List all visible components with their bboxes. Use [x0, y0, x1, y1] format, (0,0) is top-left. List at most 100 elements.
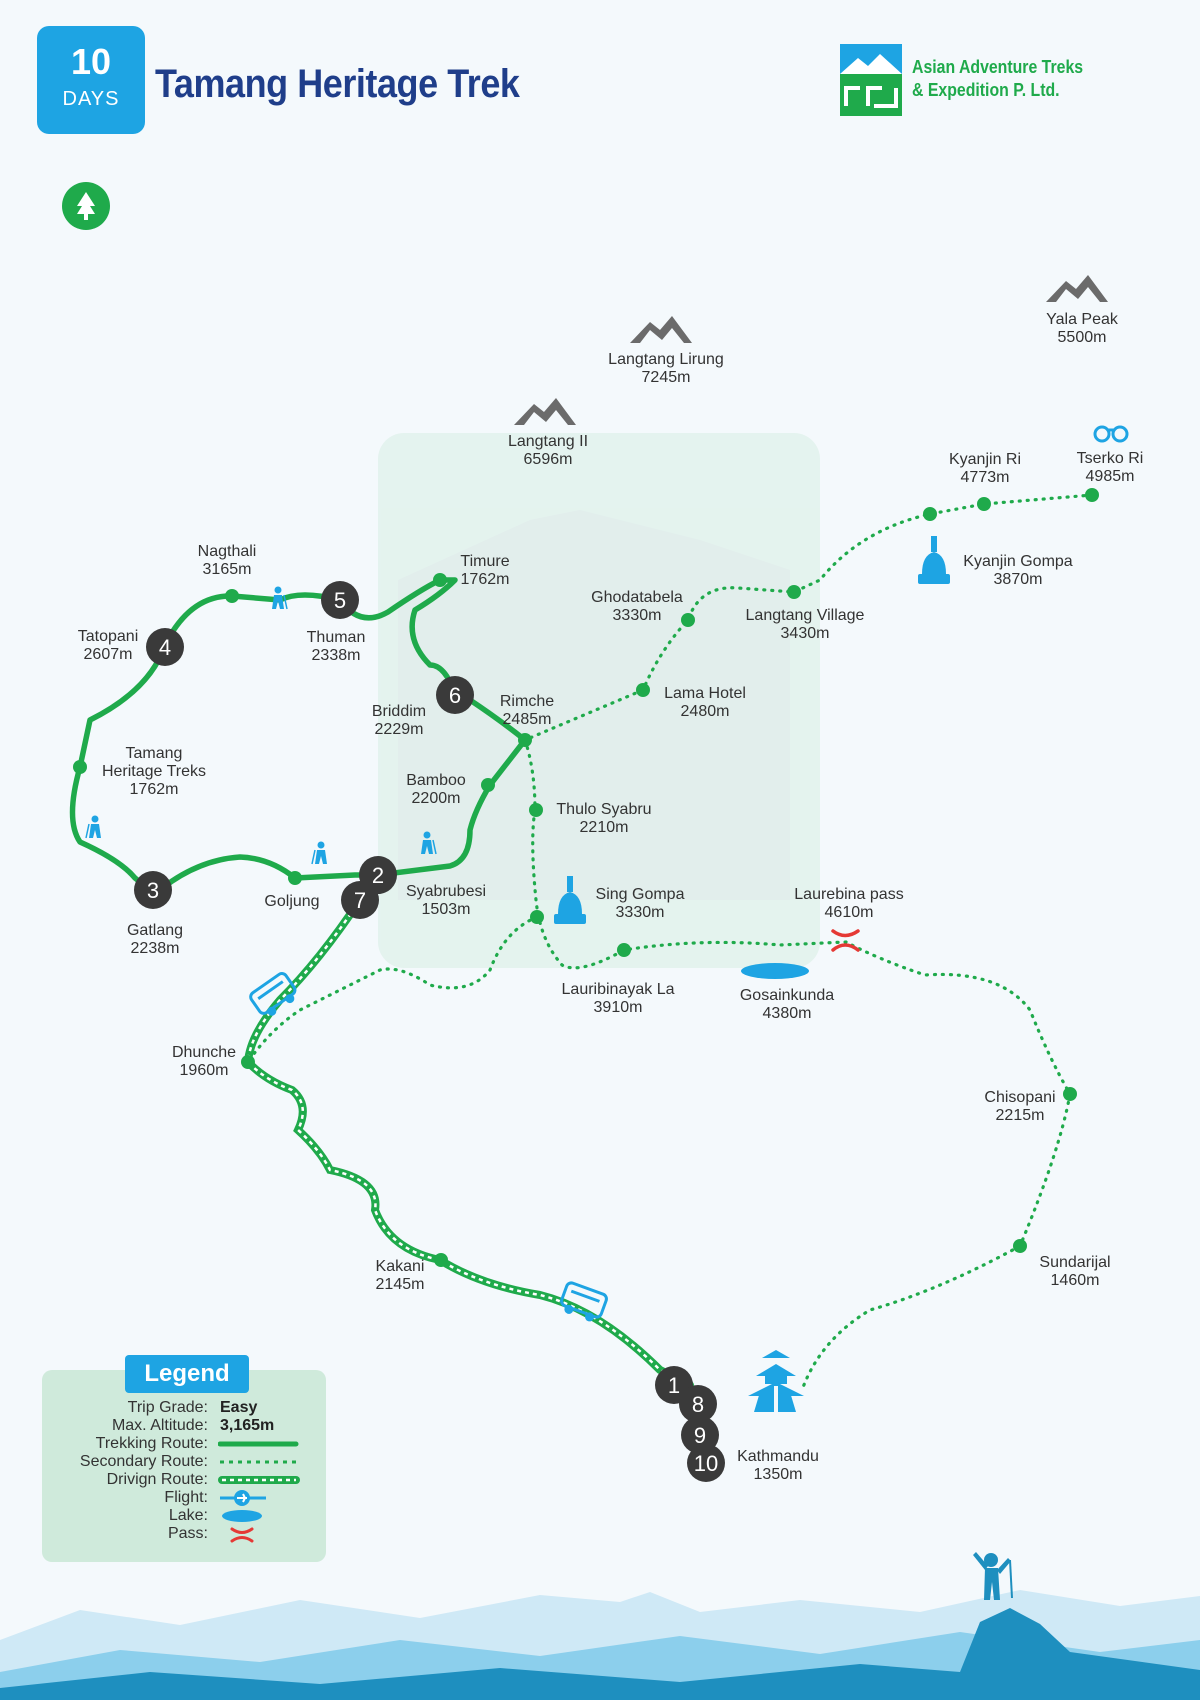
legend-flight-symbol	[220, 1490, 266, 1506]
legend-driving-label: Drivign Route:	[106, 1471, 208, 1488]
svg-text:9: 9	[694, 1423, 706, 1448]
tree-icon	[62, 182, 110, 230]
company-name: Asian Adventure Treks & Expedition P. Lt…	[912, 56, 1083, 102]
stop-badge-10: 10	[687, 1444, 725, 1482]
legend-driving-symbol	[218, 1476, 300, 1484]
bottom-mountains	[0, 1590, 1200, 1700]
stop-badge-8: 8	[679, 1385, 717, 1423]
secondary-route	[246, 493, 1094, 1392]
route-waypoints	[73, 488, 1099, 1267]
legend-row-trekking: Trekking Route:	[42, 1435, 326, 1453]
legend-pass-symbol	[230, 1527, 254, 1543]
legend-row-lake: Lake:	[42, 1507, 326, 1525]
legend-secondary-symbol	[220, 1460, 296, 1464]
legend-row-driving: Drivign Route:	[42, 1471, 326, 1489]
legend-lake-symbol	[222, 1510, 262, 1522]
bus-icon	[249, 972, 608, 1322]
legend-trekking-label: Trekking Route:	[95, 1435, 208, 1452]
legend-trekking-symbol	[218, 1441, 299, 1447]
company-line-2: & Expedition P. Ltd.	[912, 80, 1060, 100]
days-number: 10	[70, 41, 112, 82]
svg-text:1: 1	[668, 1373, 680, 1398]
svg-text:2: 2	[372, 863, 384, 888]
legend-altitude-value: 3,165m	[220, 1417, 275, 1434]
legend-pass-label: Pass:	[167, 1525, 208, 1542]
stop-badge-6: 6	[436, 676, 474, 714]
days-badge: 10 DAYS	[37, 26, 145, 134]
legend: Legend Trip Grade: Easy Max. Altitude: 3…	[42, 1355, 326, 1562]
place-label-goljung: Goljung	[264, 893, 319, 910]
trekking-route	[69, 577, 528, 897]
svg-text:7: 7	[354, 888, 366, 913]
legend-row-secondary: Secondary Route:	[42, 1453, 326, 1471]
svg-text:6: 6	[449, 683, 461, 708]
legend-grade-label: Trip Grade:	[127, 1399, 208, 1416]
svg-text:3: 3	[147, 878, 159, 903]
kathmandu-temple-icon	[748, 1350, 804, 1412]
legend-row-flight: Flight:	[42, 1489, 326, 1507]
stop-badges: 1 2 3 4 5 6 7 8 9 10	[134, 581, 725, 1482]
legend-title: Legend	[125, 1355, 249, 1393]
days-label: DAYS	[62, 88, 120, 110]
legend-altitude-label: Max. Altitude:	[111, 1417, 208, 1434]
binoculars-icon	[1093, 425, 1129, 443]
pass-icon	[831, 929, 860, 952]
company-line-1: Asian Adventure Treks	[912, 57, 1084, 77]
sing-gompa-stupa-icon	[554, 876, 586, 924]
legend-flight-label: Flight:	[164, 1489, 208, 1506]
stop-badge-4: 4	[146, 628, 184, 666]
hiker-icon	[85, 586, 437, 865]
logo-watermark	[378, 433, 820, 968]
hiker-summit-icon	[973, 1552, 1013, 1600]
driving-route	[243, 896, 694, 1389]
company-logo	[840, 44, 902, 116]
legend-grade-value: Easy	[220, 1399, 258, 1416]
page-title: Tamang Heritage Trek	[155, 62, 520, 106]
stop-badge-7: 7	[341, 881, 379, 919]
legend-row-altitude: Max. Altitude: 3,165m	[42, 1417, 326, 1435]
legend-row-pass: Pass:	[42, 1525, 326, 1543]
stop-badge-3: 3	[134, 871, 172, 909]
stop-badge-5: 5	[321, 581, 359, 619]
legend-secondary-label: Secondary Route:	[79, 1453, 208, 1470]
mountain-icon	[514, 275, 1108, 425]
svg-text:5: 5	[334, 588, 346, 613]
legend-lake-label: Lake:	[168, 1507, 208, 1524]
svg-text:10: 10	[694, 1451, 718, 1476]
svg-text:8: 8	[692, 1392, 704, 1417]
gosainkunda-lake-icon	[741, 963, 809, 979]
svg-text:4: 4	[159, 635, 171, 660]
kyanjin-gompa-stupa-icon	[918, 536, 950, 584]
